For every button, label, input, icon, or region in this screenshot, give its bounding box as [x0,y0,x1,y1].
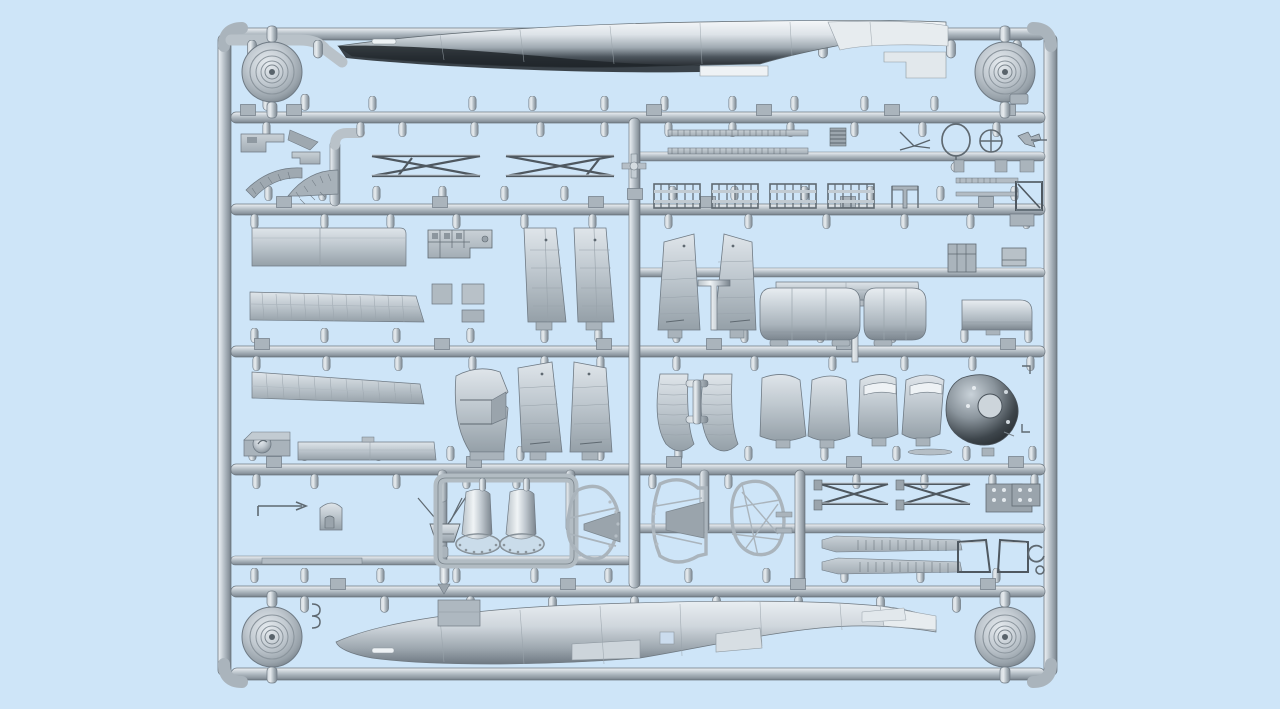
row2-right-major-parts [657,233,1033,363]
intake-lip-b [901,374,945,447]
engraved-rib-b [821,557,963,575]
ladder-fret-1 [653,183,701,209]
main-wheel-parts [241,25,1036,684]
canopy-frame-a [566,484,621,561]
gear-truss-b [901,483,971,505]
tiny-ring-part [1035,565,1045,575]
small-hook-parts [1021,365,1031,433]
pitot-antenna-part [899,131,931,151]
main-gear-bay [433,473,579,569]
bulkhead-cluster-part [427,229,493,259]
fin-panel-e [517,361,563,461]
part-fuselage-upper [337,20,949,79]
engine-face-disc [945,374,1019,457]
bay-door-b [996,538,1029,573]
nacelle-shell-a [656,373,695,452]
cowl-half-b [807,375,851,449]
row4-right-parts [813,479,1045,575]
row1-left-parts [240,129,647,205]
row2-left-parts [249,227,615,331]
fin-panel-a [523,227,567,331]
runner-row-5 [230,585,1046,598]
t-strut-a [697,279,731,331]
fin-panel-f [569,361,613,461]
row3-left-parts [243,361,613,461]
c-clip-part [1027,544,1045,563]
main-wheel-top-right [974,25,1036,119]
intake-scoop-part [243,431,291,457]
canopy-frame-b [651,478,708,564]
fin-panel-b [573,227,615,331]
gear-truss-a [819,483,889,505]
fin-panel-c [657,233,701,339]
tip-tank-c [961,299,1033,336]
canopy-frame-c [730,479,793,557]
grid-hatch-a [947,243,977,273]
spar-center [628,117,641,589]
bottom-hatch-block [437,599,481,627]
comb-fret-part [829,127,847,147]
row1-right-parts [667,123,1047,173]
part-fuselage-lower [335,600,937,665]
t-bracket-pair [891,185,919,209]
dome-part [319,502,343,531]
nacelle-shell-b [700,373,739,452]
diagonal-frame-part [1015,181,1043,211]
main-wheel-top-left [241,25,303,119]
crosshair-disc-part [979,129,1003,153]
oleo-leg-right [499,489,545,555]
hook-antenna-part [257,501,309,516]
dotted-hatch-b [1011,483,1041,507]
intake-lip-a [857,374,899,447]
row3-right-parts [656,365,1031,457]
wing-panel-upper-b [251,371,425,405]
grid-hatch-b [1001,247,1027,267]
truss-right [505,154,615,178]
runner-row-2b [635,267,1046,278]
ladder-fret-3 [769,183,817,209]
long-cowl-panel [251,227,407,267]
main-wheel-bottom-right [974,590,1036,684]
bay-door-a [957,538,992,573]
oleo-leg-left [455,489,501,555]
intake-fairing-part [454,368,509,461]
ladder-fret-2 [711,183,759,209]
tip-tank-a [759,287,861,347]
cowl-half-a [759,374,807,449]
long-bar-part [297,436,437,461]
main-wheel-bottom-left [241,590,303,684]
thin-strip-parts [955,177,1019,197]
spring-part [311,603,321,629]
tip-tank-b [863,287,927,347]
engraved-strip-b [667,147,809,155]
ladder-fret-4 [827,183,875,209]
truss-left [371,154,481,178]
row4-left-parts [257,473,579,595]
axle-part [1017,131,1047,148]
spar-lower-right [794,469,806,589]
thin-flat-strip [261,557,363,565]
engraved-rib-a [821,535,963,553]
wing-panel-upper-a [249,291,425,323]
nacelle-connector [685,379,709,425]
canopy-frame-parts [566,478,793,564]
row2-right-parts [653,177,1043,227]
engraved-strip-a [667,129,809,137]
small-hub-part [621,153,647,179]
